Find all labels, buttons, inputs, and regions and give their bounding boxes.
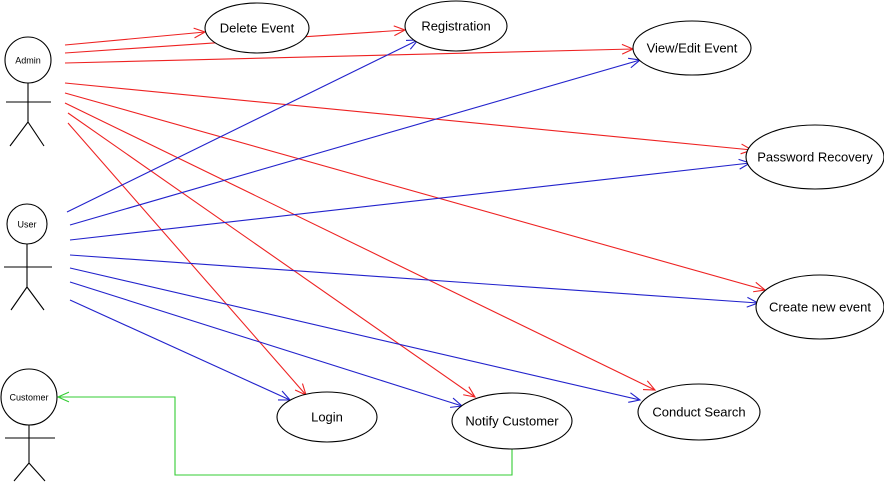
usecase-notify-customer-label: Notify Customer [465, 414, 559, 429]
edge-user-to-create-new-event[interactable] [69, 254, 759, 304]
edge-user-to-registration[interactable] [66, 39, 419, 213]
usecase-login-label: Login [311, 410, 343, 425]
edge-admin-to-conduct-search-arrowhead [642, 380, 657, 391]
actor-admin-label: Admin [15, 56, 41, 66]
edge-admin-to-create-new-event[interactable] [64, 92, 766, 291]
usecase-registration-label: Registration [421, 19, 490, 34]
usecase-password-recovery[interactable]: Password Recovery [745, 124, 884, 190]
actor-customer-label: Customer [9, 393, 48, 403]
edge-admin-to-delete-event[interactable] [64, 31, 206, 46]
edge-admin-to-password-recovery[interactable] [64, 82, 753, 151]
edge-admin-to-notify-customer[interactable] [67, 112, 476, 398]
edge-user-to-password-recovery[interactable] [69, 162, 751, 241]
edge-admin-to-view-edit-event[interactable] [64, 48, 634, 64]
usecase-password-recovery-label: Password Recovery [757, 150, 873, 165]
usecase-conduct-search-label: Conduct Search [652, 405, 745, 420]
usecase-registration[interactable]: Registration [404, 0, 508, 52]
actor-admin[interactable]: Admin [4, 36, 52, 147]
usecase-delete-event-label: Delete Event [220, 21, 295, 36]
edge-user-to-conduct-search[interactable] [69, 267, 641, 401]
usecase-conduct-search[interactable]: Conduct Search [637, 383, 761, 441]
edge-user-to-view-edit-event[interactable] [69, 59, 641, 226]
usecase-notify-customer[interactable]: Notify Customer [451, 392, 573, 450]
edge-user-to-login[interactable] [69, 299, 291, 401]
actor-customer-body [5, 425, 55, 482]
association-edges [56, 25, 767, 476]
actor-user[interactable]: User [4, 203, 52, 311]
usecase-login[interactable]: Login [276, 391, 378, 443]
edge-user-to-conduct-search-arrowhead [628, 392, 642, 403]
edge-notify-customer-to-customer[interactable] [58, 396, 513, 476]
edge-admin-to-delete-event-arrowhead [193, 27, 207, 39]
usecase-view-edit-event[interactable]: View/Edit Event [632, 20, 752, 76]
edge-notify-customer-to-customer-arrowhead [56, 391, 70, 403]
edge-user-to-notify-customer[interactable] [69, 281, 463, 407]
edge-admin-to-login[interactable] [67, 122, 307, 396]
edge-admin-to-notify-customer-arrowhead [463, 386, 477, 398]
usecase-create-new-event-label: Create new event [769, 300, 871, 315]
actor-user-body [4, 244, 52, 311]
usecase-create-new-event[interactable]: Create new event [755, 274, 884, 340]
edge-admin-to-conduct-search[interactable] [64, 102, 656, 391]
edge-admin-to-registration-arrowhead [393, 25, 407, 37]
usecase-delete-event[interactable]: Delete Event [204, 2, 310, 54]
actor-admin-body [6, 83, 51, 147]
actor-user-label: User [17, 220, 36, 230]
usecase-view-edit-event-label: View/Edit Event [647, 41, 738, 56]
actor-customer[interactable]: Customer [0, 368, 58, 482]
